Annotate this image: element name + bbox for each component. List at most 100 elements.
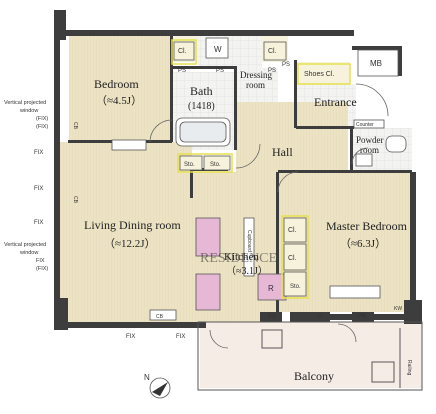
yellow-boxes [171,39,351,299]
closet-master-2 [283,243,307,271]
ps-label-3: PS [268,68,276,74]
cb-label-2: CB [72,196,78,204]
cb-label-1: CB [72,122,78,130]
door-master [277,171,299,193]
balcony-unit-right [371,361,395,383]
hall-label: Hall [272,145,293,159]
sink-powder [355,153,373,167]
kitchen-size: （≈3.1J） [226,265,268,277]
wall-kitchen-left [190,168,193,198]
ps-label-5: PS [268,314,276,320]
fix-label-4: FIX [126,334,135,340]
watermark: RESIDENCE [200,251,277,266]
fixtures [111,37,407,321]
sto-label-1: Sto. [184,162,195,168]
walls [54,10,422,330]
powder-label-1: Powder [356,135,384,145]
cupboard-label: Cupboard [246,230,252,252]
wall-right-column [404,300,422,324]
toilet-powder [385,135,407,153]
living-size: （≈12.2J） [104,237,156,250]
door-balcony-right [337,323,357,343]
bedroom-floor [69,36,172,142]
bathtub-inner [179,121,227,143]
compass-arrow-icon [152,382,168,396]
wall-top [54,30,354,36]
yellow-box-shoes [297,63,351,85]
kitchen-island [195,217,221,257]
wall-right [410,172,416,320]
yellow-box-sto [177,153,233,173]
storage-living-2 [203,155,231,171]
door-entrance [355,83,389,117]
small-labels: Cl. Cl. W Shoes Cl. MB PS PS PS PS PS PS… [34,45,412,376]
sto-label-3: Sto. [290,284,301,290]
closet-master-3 [283,271,307,297]
fix-label-5: FIX [176,334,185,340]
kw-label: KW [394,306,402,312]
balcony-rail [197,321,423,391]
bath-label: Bath [190,84,213,98]
cl-box-1 [173,41,195,61]
room-labels: Bedroom （≈4.5J） Bath (1418) Dressing roo… [84,70,408,383]
dressing-label-2: room [246,80,265,90]
ps-block-mid [290,312,330,322]
wall-entrance-left [294,60,297,128]
master-label: Master Bedroom [326,219,408,233]
window-master [329,285,381,299]
ps-label-4: PS [282,62,290,68]
ps-block-right [352,312,374,322]
wall-mb-right [398,46,402,76]
living-floor [58,142,192,322]
door-living [235,143,261,169]
door-balcony-left [209,329,229,349]
cb-living [149,309,177,321]
fix-label-2: FIX [34,186,43,192]
balcony-floor [200,322,422,388]
powder-label-2: room [360,145,379,155]
closet-master-1 [283,217,307,243]
kitchen-stove [195,273,221,311]
cupboard [243,217,255,277]
counter-label: Counter [356,122,374,128]
vpw-bottom-sub2: (FIX) [36,266,48,272]
storage-living [179,155,203,171]
compass-label: N [144,373,150,382]
compass: N [144,373,171,399]
vpw-top-line2: window [19,108,38,114]
wall-mb [352,46,402,50]
wall-bedroom-right [170,36,173,142]
compass-ring [149,377,171,399]
vpw-bottom-line2: window [19,250,38,256]
ps-label-1: PS [178,68,186,74]
living-label: Living Dining room [84,218,181,232]
dressing-floor [236,68,278,102]
balcony-unit-left [261,329,283,349]
counter [353,119,385,129]
cl-label-3: Cl. [288,227,297,234]
cl-box-2 [263,41,287,61]
master-size: （≈6.3J） [340,237,386,250]
vpw-bottom-line1: Vertical projected [4,242,46,248]
shoes-cl-label: Shoes Cl. [304,71,334,78]
dressing-label-1: Dressing [240,70,272,80]
wall-powder-bottom [350,170,412,173]
ps-block-kitchen [260,312,282,322]
wall-bath-right [234,66,237,150]
mb-label: MB [370,59,382,68]
yellow-box-cl [171,39,197,65]
ps-label-6: PS [358,314,366,320]
r-label: R [268,284,274,293]
balcony-outline [197,321,423,391]
vpw-top-sub2: (FIX) [36,124,48,130]
cl-label-2: Cl. [268,48,277,55]
doors [149,83,389,349]
shoes-closet-floor [296,62,350,84]
washbasin [205,37,229,59]
entrance-label: Entrance [314,95,357,109]
wall-bottom-left [54,322,206,328]
bath-size: (1418) [188,101,215,112]
bedroom-size: （≈4.5J） [96,94,142,107]
sto-label-2: Sto. [210,162,221,168]
